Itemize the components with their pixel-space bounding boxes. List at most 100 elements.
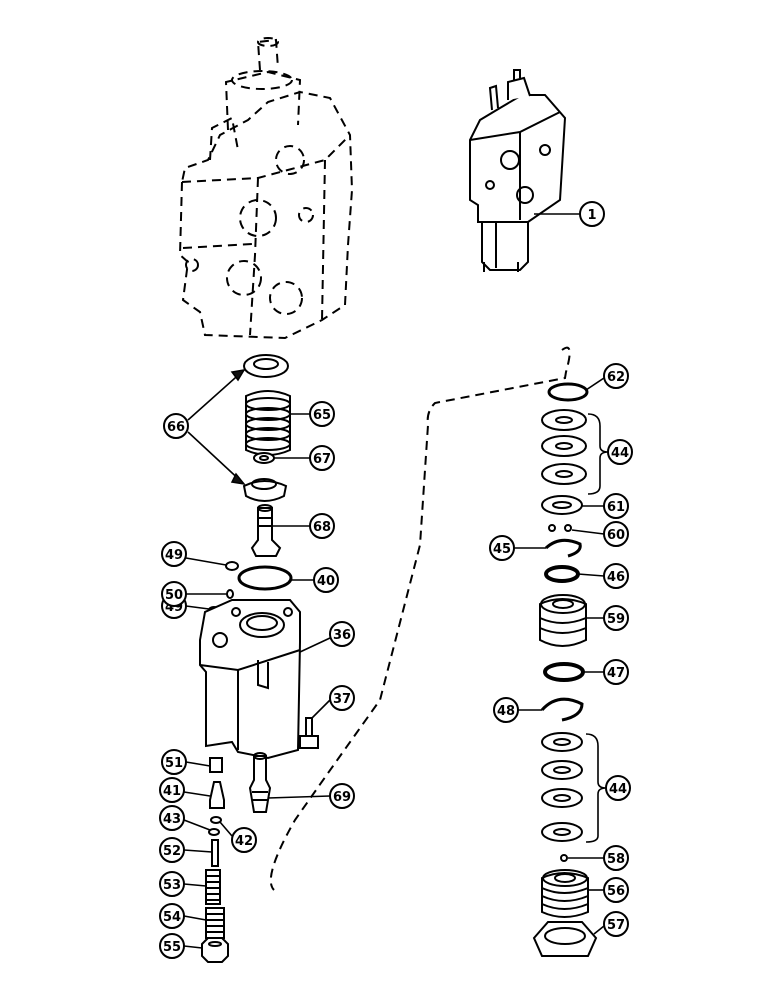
svg-text:52: 52 (163, 844, 181, 859)
callout-44-lower: 44 (605, 775, 631, 801)
callout-46: 46 (603, 563, 629, 589)
svg-text:69: 69 (333, 790, 351, 805)
svg-text:44: 44 (611, 446, 629, 461)
piston-59 (539, 594, 587, 647)
callout-59: 59 (603, 605, 629, 631)
svg-text:50: 50 (165, 588, 183, 603)
svg-text:51: 51 (165, 756, 183, 771)
svg-text:59: 59 (607, 612, 625, 627)
seat-66-lower (242, 478, 288, 502)
callout-42: 42 (231, 827, 257, 853)
valve-assembly (469, 69, 567, 272)
svg-text:49: 49 (165, 548, 183, 563)
snap-ring-45 (544, 538, 582, 558)
spring-53 (205, 869, 221, 905)
valve-body-phantom (178, 37, 354, 340)
o-ring-46 (544, 565, 580, 583)
balls-60 (548, 524, 572, 532)
assembly-path-dashed (269, 346, 571, 891)
callout-36: 36 (329, 621, 355, 647)
callout-1: 1 (579, 201, 605, 227)
svg-text:60: 60 (607, 528, 625, 543)
arrowhead-66-lower (230, 472, 246, 486)
shims-44-upper (541, 409, 587, 485)
bracket-44-lower (585, 733, 607, 843)
housing-36 (199, 599, 301, 760)
callout-47: 47 (603, 659, 629, 685)
o-ring-47 (543, 662, 585, 682)
svg-text:47: 47 (607, 666, 625, 681)
callout-60: 60 (603, 521, 629, 547)
bolt-37 (299, 717, 319, 749)
svg-text:68: 68 (313, 520, 331, 535)
svg-text:58: 58 (607, 852, 625, 867)
callout-62: 62 (603, 363, 629, 389)
svg-text:42: 42 (235, 834, 253, 849)
svg-text:54: 54 (163, 910, 181, 925)
leader-lines (183, 213, 605, 949)
spool-68 (250, 504, 282, 557)
callout-57: 57 (603, 911, 629, 937)
callout-49-upper: 49 (161, 541, 187, 567)
svg-text:37: 37 (333, 692, 351, 707)
callout-66: 66 (163, 413, 189, 439)
svg-text:67: 67 (313, 452, 331, 467)
svg-text:48: 48 (497, 704, 515, 719)
o-ring-40 (237, 565, 293, 591)
ball-50 (226, 589, 234, 599)
nut-57 (532, 921, 598, 957)
callout-44-upper: 44 (607, 439, 633, 465)
poppet-41 (209, 781, 225, 809)
callout-69: 69 (329, 783, 355, 809)
callout-54: 54 (159, 903, 185, 929)
svg-text:36: 36 (333, 628, 351, 643)
plug-56 (541, 869, 589, 918)
valve-69 (248, 752, 272, 813)
callout-43: 43 (159, 805, 185, 831)
arrowhead-66-upper (230, 368, 246, 382)
callout-61: 61 (603, 493, 629, 519)
spring-65 (245, 390, 291, 456)
washer-43 (208, 828, 220, 836)
svg-text:53: 53 (163, 878, 181, 893)
callout-48: 48 (493, 697, 519, 723)
callout-55: 55 (159, 933, 185, 959)
svg-text:65: 65 (313, 408, 331, 423)
washer-67 (253, 452, 275, 464)
svg-text:1: 1 (587, 208, 596, 223)
svg-text:66: 66 (167, 420, 185, 435)
callout-52: 52 (159, 837, 185, 863)
washer-61 (541, 495, 583, 515)
svg-text:56: 56 (607, 884, 625, 899)
callout-50: 50 (161, 581, 187, 607)
shims-44-lower (541, 732, 583, 842)
callout-53: 53 (159, 871, 185, 897)
plug-51 (209, 757, 223, 773)
svg-text:57: 57 (607, 918, 625, 933)
o-ring-49-upper (225, 561, 239, 571)
svg-text:62: 62 (607, 370, 625, 385)
svg-text:44: 44 (609, 782, 627, 797)
callout-68: 68 (309, 513, 335, 539)
callout-67: 67 (309, 445, 335, 471)
svg-text:55: 55 (163, 940, 181, 955)
callout-41: 41 (159, 777, 185, 803)
callout-45: 45 (489, 535, 515, 561)
svg-text:46: 46 (607, 570, 625, 585)
svg-text:40: 40 (317, 574, 335, 589)
bracket-44-upper (587, 413, 609, 495)
snap-ring-48 (540, 697, 584, 722)
pin-52 (211, 839, 219, 867)
callout-40: 40 (313, 567, 339, 593)
seat-66-upper (243, 354, 289, 378)
nut-55 (201, 937, 229, 963)
svg-text:41: 41 (163, 784, 181, 799)
svg-text:45: 45 (493, 542, 511, 557)
callout-56: 56 (603, 877, 629, 903)
callout-65: 65 (309, 401, 335, 427)
callout-51: 51 (161, 749, 187, 775)
adjuster-54 (205, 907, 225, 939)
o-ring-42 (210, 816, 222, 824)
svg-text:61: 61 (607, 500, 625, 515)
